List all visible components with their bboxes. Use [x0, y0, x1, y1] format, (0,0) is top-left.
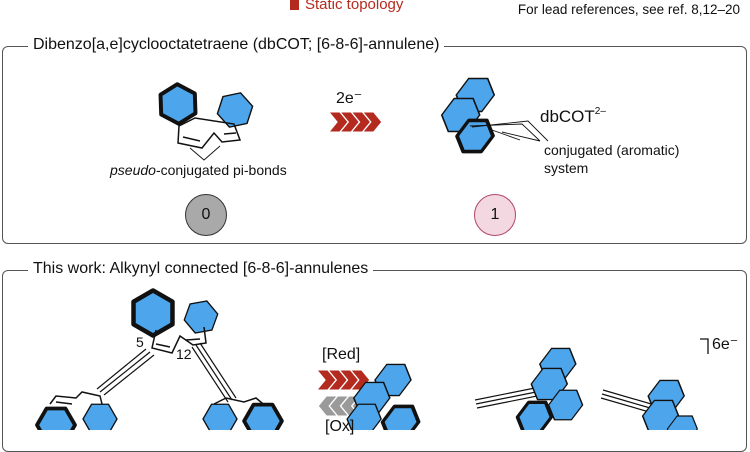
legend-square-icon — [290, 0, 299, 10]
aromatic-label-line1: conjugated (aromatic) — [544, 142, 680, 158]
position-12-label: 12 — [176, 346, 192, 362]
pseudo-italic: pseudo — [110, 162, 156, 178]
pseudo-conjugated-label: pseudo-conjugated pi-bonds — [110, 162, 287, 178]
alkynyl-panel-title: This work: Alkynyl connected [6-8-6]-ann… — [28, 260, 374, 278]
lead-references-note: For lead references, see ref. 8,12–20 — [517, 2, 740, 17]
dianion-name: dbCOT — [540, 107, 595, 126]
pseudo-rest: -conjugated pi-bonds — [155, 162, 287, 178]
dianion-dbcot-structure — [438, 77, 549, 152]
reduction-electrons-label: 2e⁻ — [336, 90, 363, 107]
reduction-label: [Red] — [322, 346, 361, 363]
oxidation-label: [Ox] — [325, 418, 355, 435]
reduction-arrow-bottom — [318, 370, 370, 390]
molecule-drawings — [35, 0, 709, 430]
badge-zero: 0 — [185, 194, 227, 236]
position-5-label: 5 — [136, 334, 144, 350]
dbcot-panel-title: Dibenzo[a,e]cyclooctatetraene (dbCOT; [6… — [28, 36, 445, 54]
cyclic-trimer-structure — [35, 285, 284, 430]
aromatic-label-line2: system — [544, 160, 589, 176]
six-electron-charge-label: 6e⁻ — [712, 336, 739, 353]
static-topology-label: Static topology — [305, 0, 404, 13]
static-topology-legend: Static topology — [290, 0, 403, 13]
reduced-planar-trimer-structure — [343, 347, 701, 430]
reduction-arrow-top — [330, 112, 382, 132]
charge-bracket — [700, 338, 709, 354]
dianion-charge: 2– — [594, 106, 606, 117]
neutral-dbcot-structure — [152, 80, 257, 161]
badge-one: 1 — [474, 194, 516, 236]
dianion-label: dbCOT2– — [540, 106, 606, 127]
